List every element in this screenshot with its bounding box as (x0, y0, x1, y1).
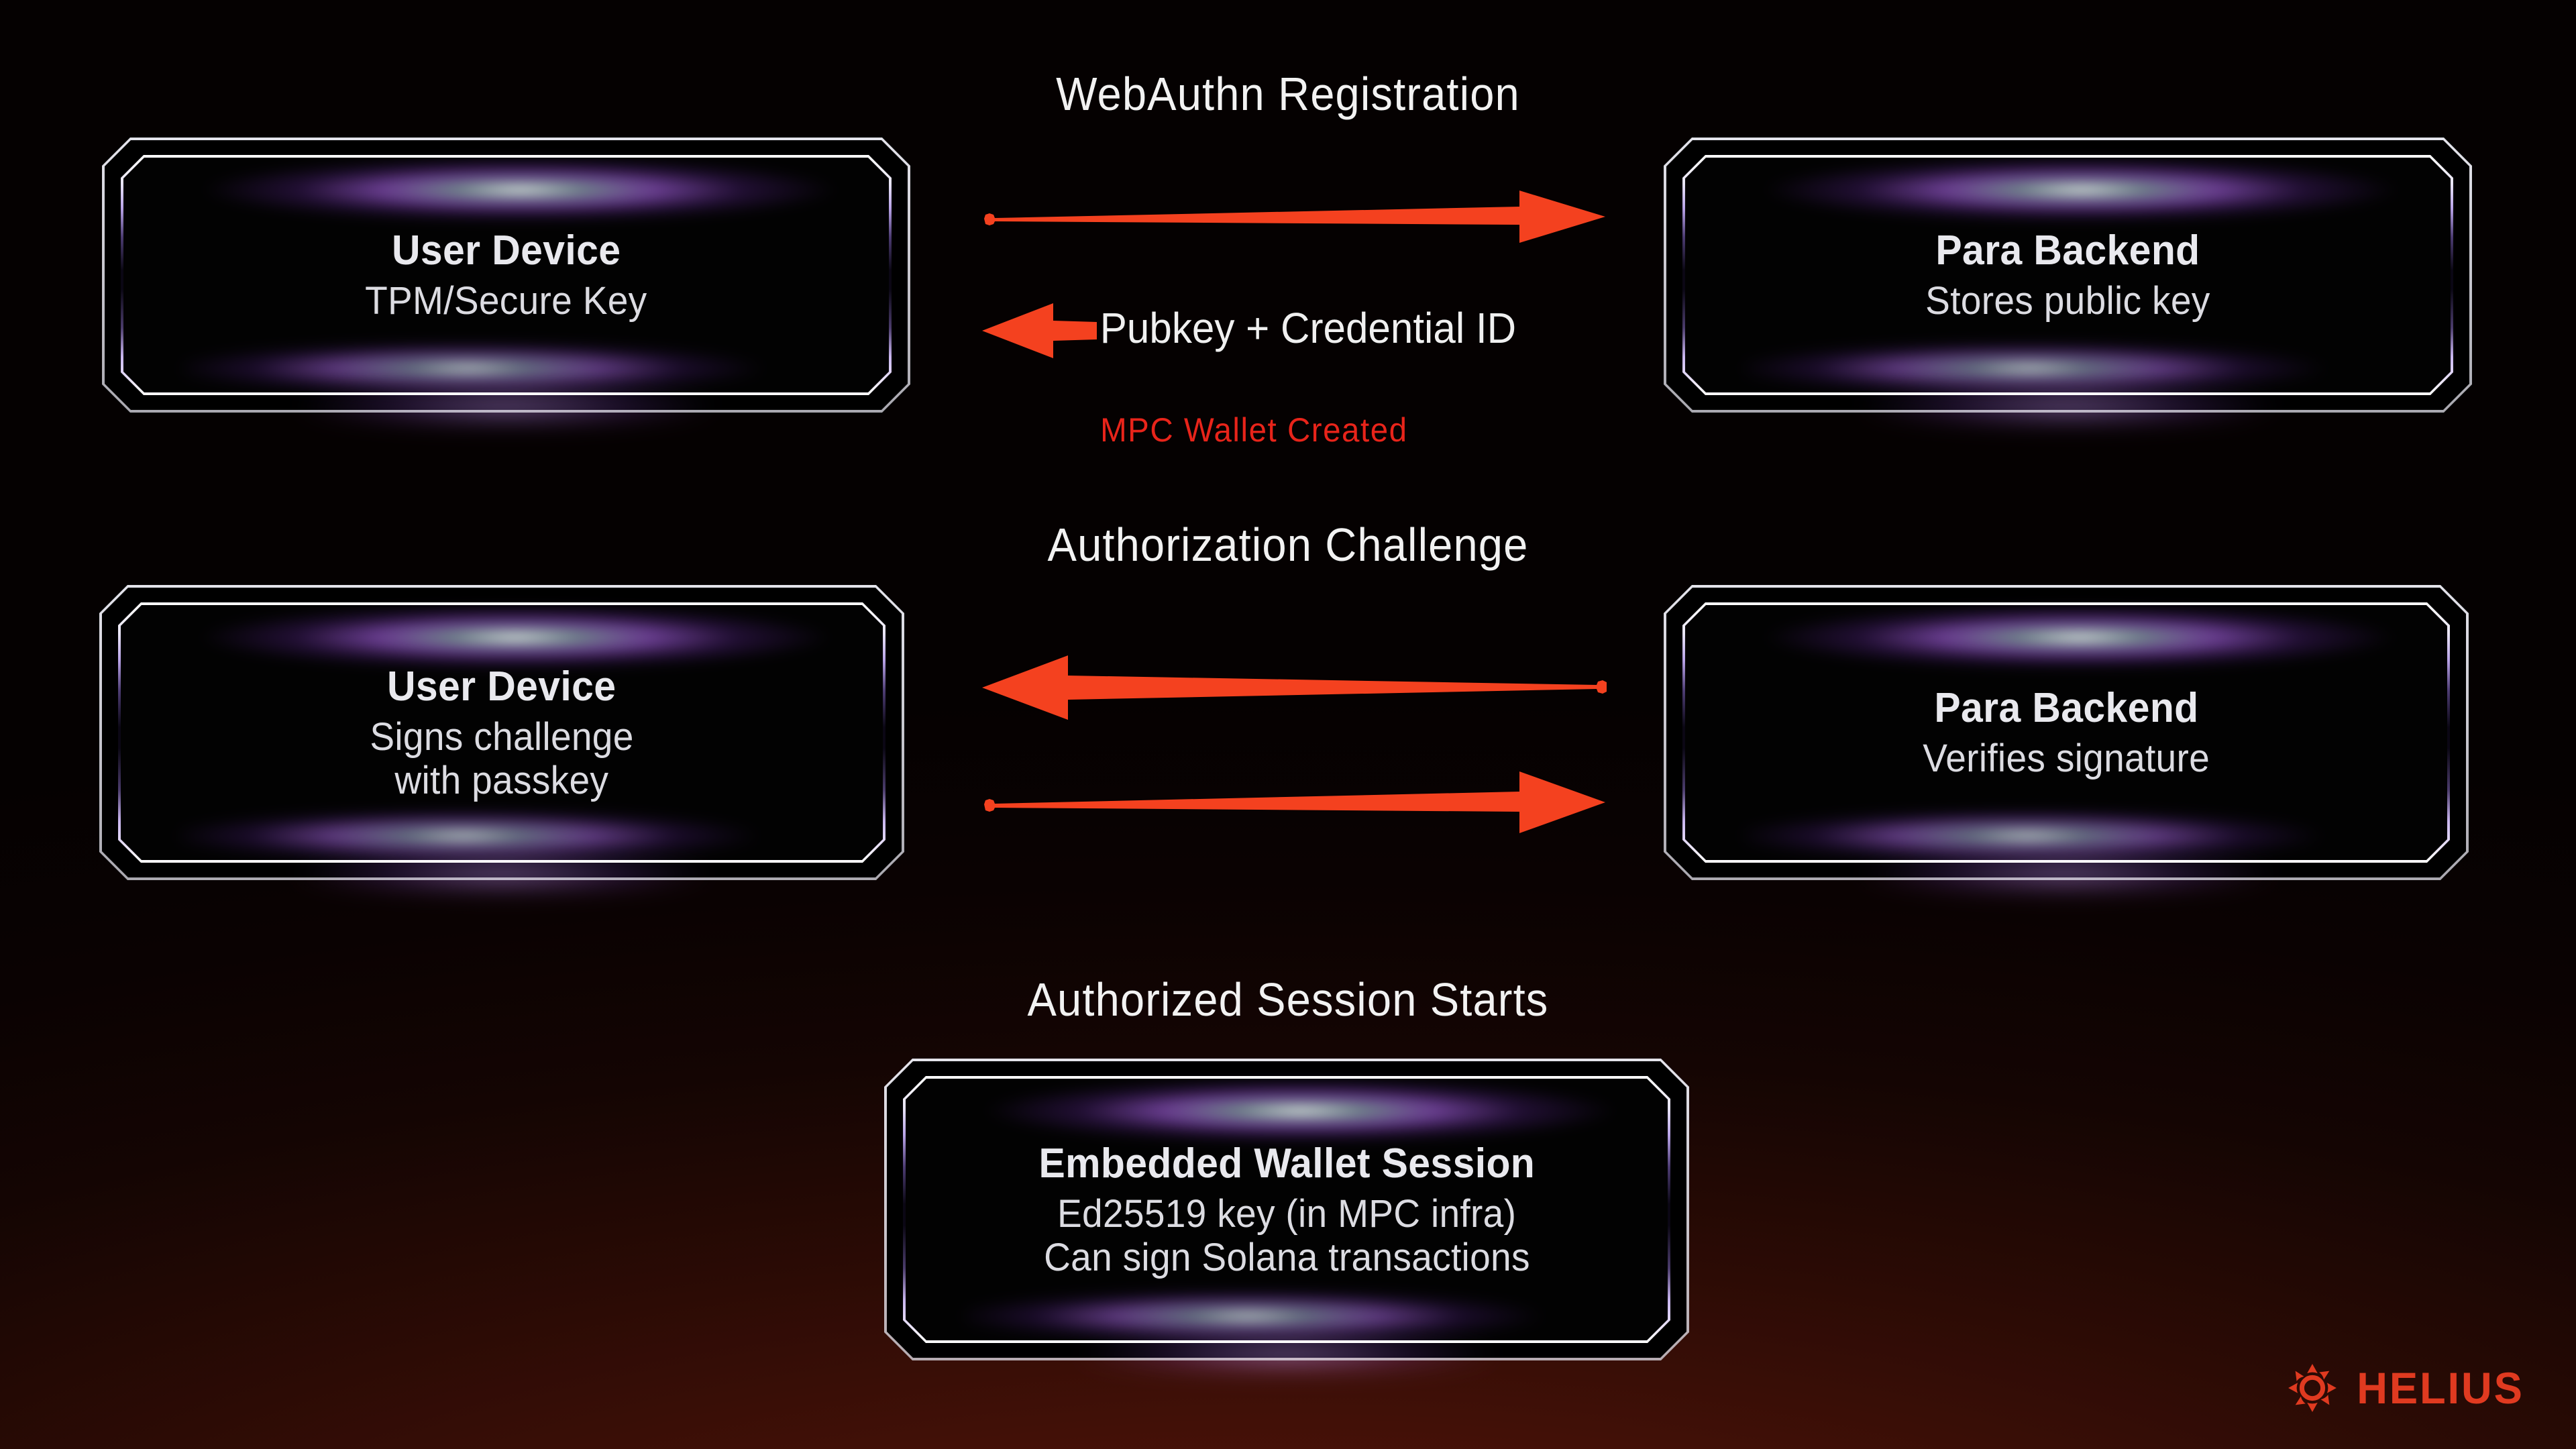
box-para-backend-registration: Para Backend Stores public key (1664, 138, 2472, 435)
box-para-backend-challenge: Para Backend Verifies signature (1664, 585, 2469, 903)
section-heading-authorization-challenge: Authorization Challenge (1047, 519, 1529, 571)
box-subtitle-line: Verifies signature (1923, 737, 2210, 781)
arrow-registration-response (981, 302, 1098, 360)
section-heading-authorized-session-starts: Authorized Session Starts (1027, 973, 1549, 1026)
arrow-label-pubkey-credential-id: Pubkey + Credential ID (1099, 304, 1517, 352)
helius-wordmark: HELIUS (2357, 1363, 2524, 1413)
box-title: Para Backend (1935, 227, 2200, 274)
note-mpc-wallet-created: MPC Wallet Created (1100, 411, 1408, 449)
box-text-group: Para Backend Verifies signature (1664, 585, 2469, 880)
box-embedded-wallet-session: Embedded Wallet Session Ed25519 key (in … (884, 1059, 1689, 1383)
box-text-group: Embedded Wallet Session Ed25519 key (in … (884, 1059, 1689, 1360)
arrow-registration-request (983, 189, 1607, 244)
box-subtitle-line: TPM/Secure Key (365, 279, 647, 323)
section-heading-webauthn-registration: WebAuthn Registration (1056, 68, 1520, 120)
box-subtitle-line: with passkey (394, 758, 609, 802)
arrow-challenge-issued (981, 654, 1608, 721)
box-user-device-challenge: User Device Signs challenge with passkey (99, 585, 904, 903)
box-subtitle-line: Stores public key (1925, 279, 2210, 323)
box-title: User Device (391, 227, 621, 274)
box-user-device-registration: User Device TPM/Secure Key (102, 138, 910, 435)
box-subtitle-line: Signs challenge (370, 714, 634, 759)
box-title: Para Backend (1933, 685, 2199, 732)
box-text-group: Para Backend Stores public key (1664, 138, 2472, 413)
box-subtitle-line: Can sign Solana transactions (1043, 1235, 1530, 1279)
box-title: Embedded Wallet Session (1038, 1140, 1535, 1187)
box-text-group: User Device Signs challenge with passkey (99, 585, 904, 880)
helius-sunburst-icon (2286, 1362, 2339, 1414)
box-title: User Device (387, 663, 616, 710)
helius-logo: HELIUS (2286, 1362, 2528, 1414)
box-text-group: User Device TPM/Secure Key (102, 138, 910, 413)
arrow-signature-returned (983, 770, 1607, 835)
box-subtitle-line: Ed25519 key (in MPC infra) (1057, 1191, 1517, 1236)
